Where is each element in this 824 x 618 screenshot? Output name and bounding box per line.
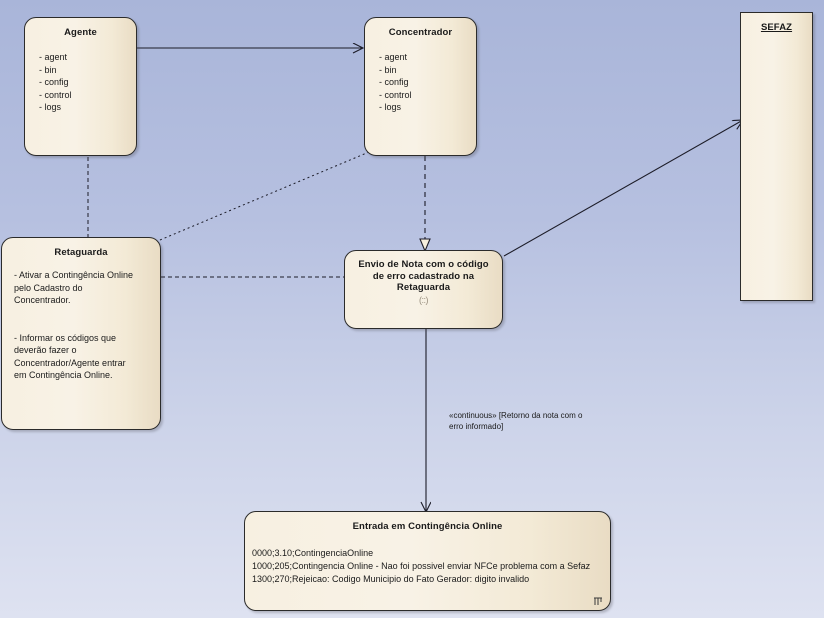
node-entrada-contingencia-lines: 0000;3.10;ContingenciaOnline 1000;205;Co… bbox=[252, 548, 591, 584]
edge-retaguarda-to-concentrador bbox=[159, 151, 370, 241]
node-envio-nota-title: Envio de Nota com o código de erro cadas… bbox=[358, 259, 489, 293]
node-entrada-contingencia-title: Entrada em Contingência Online bbox=[352, 521, 503, 532]
node-entrada-contingencia[interactable]: Entrada em Contingência Online 0000;3.10… bbox=[244, 511, 611, 611]
collapse-glyph-icon[interactable]: (::) bbox=[419, 294, 429, 305]
edge-envio-to-sefaz bbox=[503, 120, 743, 257]
node-concentrador[interactable]: Concentrador - agent - bin - config - co… bbox=[364, 17, 477, 156]
node-retaguarda-body: - Ativar a Contingência Online pelo Cada… bbox=[14, 270, 134, 380]
node-concentrador-attributes: - agent - bin - config - control - logs bbox=[379, 52, 412, 112]
node-envio-nota[interactable]: Envio de Nota com o código de erro cadas… bbox=[344, 250, 503, 329]
node-retaguarda[interactable]: Retaguarda - Ativar a Contingência Onlin… bbox=[1, 237, 161, 430]
node-sefaz-title: SEFAZ bbox=[760, 22, 793, 33]
node-retaguarda-title: Retaguarda bbox=[54, 247, 108, 258]
note-icon bbox=[592, 595, 604, 607]
node-sefaz[interactable]: SEFAZ bbox=[740, 12, 813, 301]
node-agente[interactable]: Agente - agent - bin - config - control … bbox=[24, 17, 137, 156]
node-agente-title: Agente bbox=[64, 27, 97, 38]
edge-label-continuous: «continuous» [Retorno da nota com o erro… bbox=[449, 411, 583, 431]
node-agente-attributes: - agent - bin - config - control - logs bbox=[39, 52, 72, 112]
node-concentrador-title: Concentrador bbox=[388, 27, 453, 38]
